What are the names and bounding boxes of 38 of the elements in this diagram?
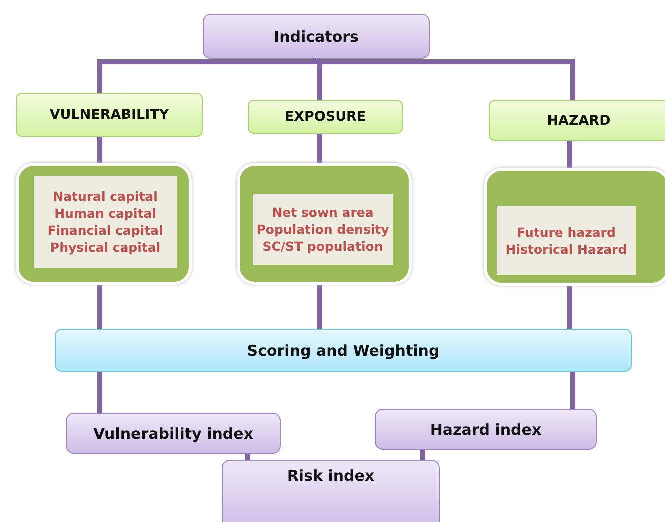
process-box	[66, 413, 281, 454]
connector-line	[568, 141, 572, 168]
connector-line	[318, 134, 322, 163]
indicator-item: Human capital	[54, 205, 156, 222]
connector-line	[98, 372, 102, 413]
box-label: EXPOSURE	[284, 109, 366, 125]
connector-line	[420, 450, 426, 460]
box-label: Scoring and Weighting	[247, 342, 440, 360]
box-label: Risk index	[287, 467, 375, 485]
category-box	[248, 100, 403, 134]
indicator-item: Natural capital	[53, 188, 158, 205]
indicator-group-box	[16, 163, 192, 285]
indicator-item: Historical Hazard	[506, 240, 628, 258]
box-label: HAZARD	[547, 112, 611, 128]
connector-line	[570, 372, 576, 409]
box-label: Indicators	[274, 28, 359, 46]
connector-line	[568, 286, 572, 329]
indicator-item: Physical capital	[50, 239, 161, 256]
indicator-group-box	[237, 163, 412, 285]
process-bar	[55, 329, 632, 372]
process-box	[375, 409, 597, 450]
category-box	[16, 93, 203, 137]
indicator-item: Financial capital	[48, 222, 164, 239]
connector-line	[98, 137, 102, 163]
category-box	[489, 100, 665, 141]
indicator-group-box	[484, 168, 665, 286]
connector-line	[246, 454, 250, 460]
box-label: VULNERABILITY	[50, 107, 170, 123]
indicator-item: SC/ST population	[262, 238, 384, 255]
indicator-item: Net sown area	[272, 204, 374, 221]
indicator-item: Future hazard	[517, 224, 616, 240]
process-box	[203, 14, 430, 59]
indicator-item: Population density	[256, 221, 390, 238]
box-label: Hazard index	[430, 420, 542, 438]
connector-line	[98, 285, 102, 329]
box-label: Vulnerability index	[93, 424, 254, 442]
process-box	[222, 460, 440, 522]
connector-line	[318, 285, 322, 329]
